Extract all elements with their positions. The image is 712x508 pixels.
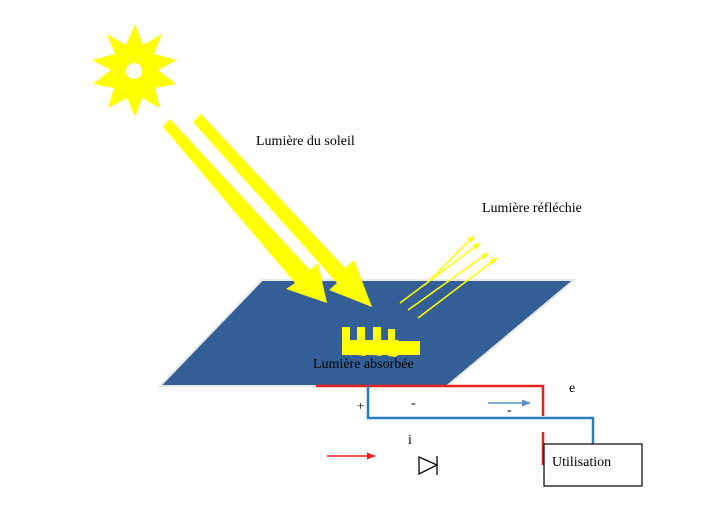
label-minus-right: -	[507, 403, 512, 418]
absorbed-arrows	[342, 327, 420, 357]
diode-icon	[418, 455, 439, 476]
label-electron: e	[569, 381, 575, 396]
label-current: i	[408, 433, 412, 448]
label-reflected: Lumière réfléchie	[482, 201, 582, 216]
sun-icon	[92, 24, 177, 117]
label-plus: +	[357, 398, 364, 413]
reflected-arrows	[399, 235, 498, 319]
sunlight-arrows	[163, 114, 372, 307]
label-sunlight: Lumière du soleil	[256, 134, 355, 149]
label-load: Utilisation	[552, 455, 611, 470]
circuit-wires	[316, 384, 595, 465]
label-absorbed: Lumière absorbée	[313, 357, 414, 372]
negative-wire	[366, 386, 595, 444]
positive-wire	[316, 384, 545, 416]
load-box	[543, 443, 643, 487]
label-minus-left: -	[411, 396, 416, 411]
